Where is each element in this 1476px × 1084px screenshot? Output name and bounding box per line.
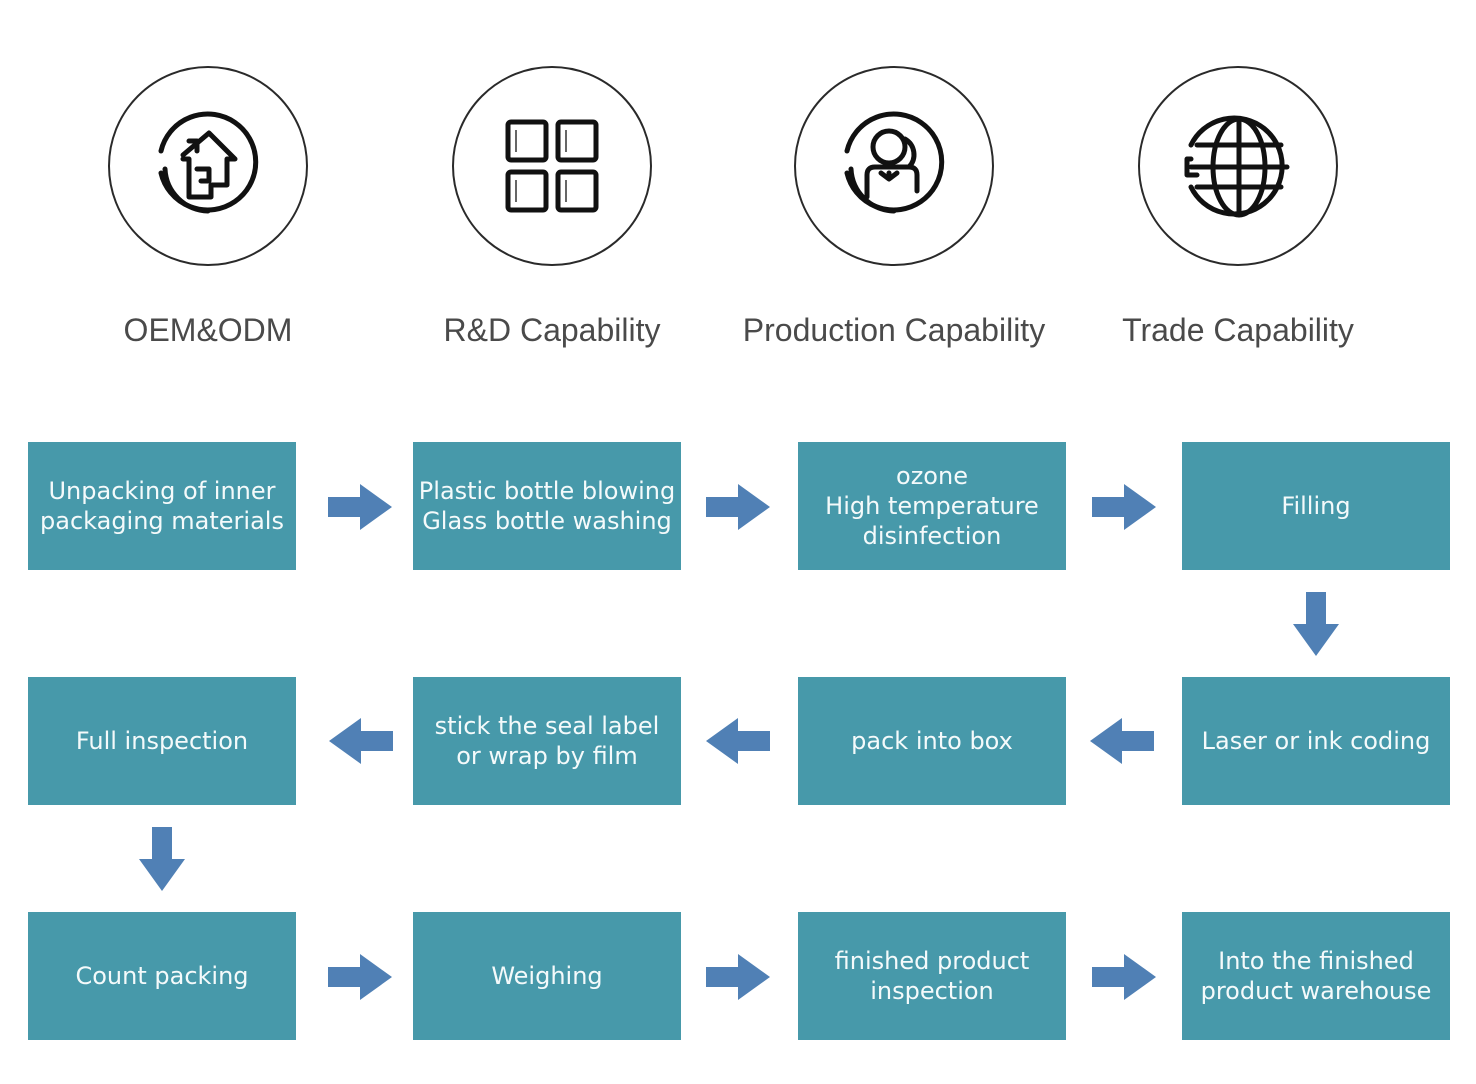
capability-production: Production Capability xyxy=(743,66,1045,348)
capability-label: Production Capability xyxy=(742,312,1046,348)
capability-circle xyxy=(1138,66,1338,266)
arrow-left-icon xyxy=(706,718,770,764)
worker-cycle-icon xyxy=(844,111,945,214)
step-seal-label: stick the seal label or wrap by film xyxy=(413,677,681,805)
capability-label: OEM&ODM xyxy=(123,312,293,348)
step-coding: Laser or ink coding xyxy=(1182,677,1450,805)
capability-circle xyxy=(452,66,652,266)
capability-oem-odm: OEM&ODM xyxy=(108,66,308,348)
capability-label: Trade Capability xyxy=(1122,312,1354,348)
step-unpacking: Unpacking of inner packaging materials xyxy=(28,442,296,570)
arrow-down-icon xyxy=(1293,592,1339,656)
arrow-right-icon xyxy=(1092,484,1156,530)
capability-circle xyxy=(108,66,308,266)
arrow-right-icon xyxy=(706,484,770,530)
arrow-right-icon xyxy=(1092,954,1156,1000)
step-pack-into-box: pack into box xyxy=(798,677,1066,805)
grid-squares-icon xyxy=(505,119,599,213)
capability-circle xyxy=(794,66,994,266)
step-count-packing: Count packing xyxy=(28,912,296,1040)
arrow-right-icon xyxy=(328,484,392,530)
arrow-left-icon xyxy=(329,718,393,764)
step-warehouse: Into the finished product warehouse xyxy=(1182,912,1450,1040)
step-weighing: Weighing xyxy=(413,912,681,1040)
capability-trade: Trade Capability xyxy=(1122,66,1354,348)
arrow-left-icon xyxy=(1090,718,1154,764)
arrow-right-icon xyxy=(328,954,392,1000)
arrow-right-icon xyxy=(706,954,770,1000)
house-cycle-icon xyxy=(158,111,259,214)
step-disinfection: ozone High temperature disinfection xyxy=(798,442,1066,570)
step-finished-inspection: finished product inspection xyxy=(798,912,1066,1040)
globe-icon xyxy=(1184,115,1290,218)
capability-rd: R&D Capability xyxy=(444,66,660,348)
step-full-inspection: Full inspection xyxy=(28,677,296,805)
step-filling: Filling xyxy=(1182,442,1450,570)
capability-label: R&D Capability xyxy=(443,312,661,348)
arrow-down-icon xyxy=(139,827,185,891)
step-bottle-blowing-washing: Plastic bottle blowing Glass bottle wash… xyxy=(413,442,681,570)
